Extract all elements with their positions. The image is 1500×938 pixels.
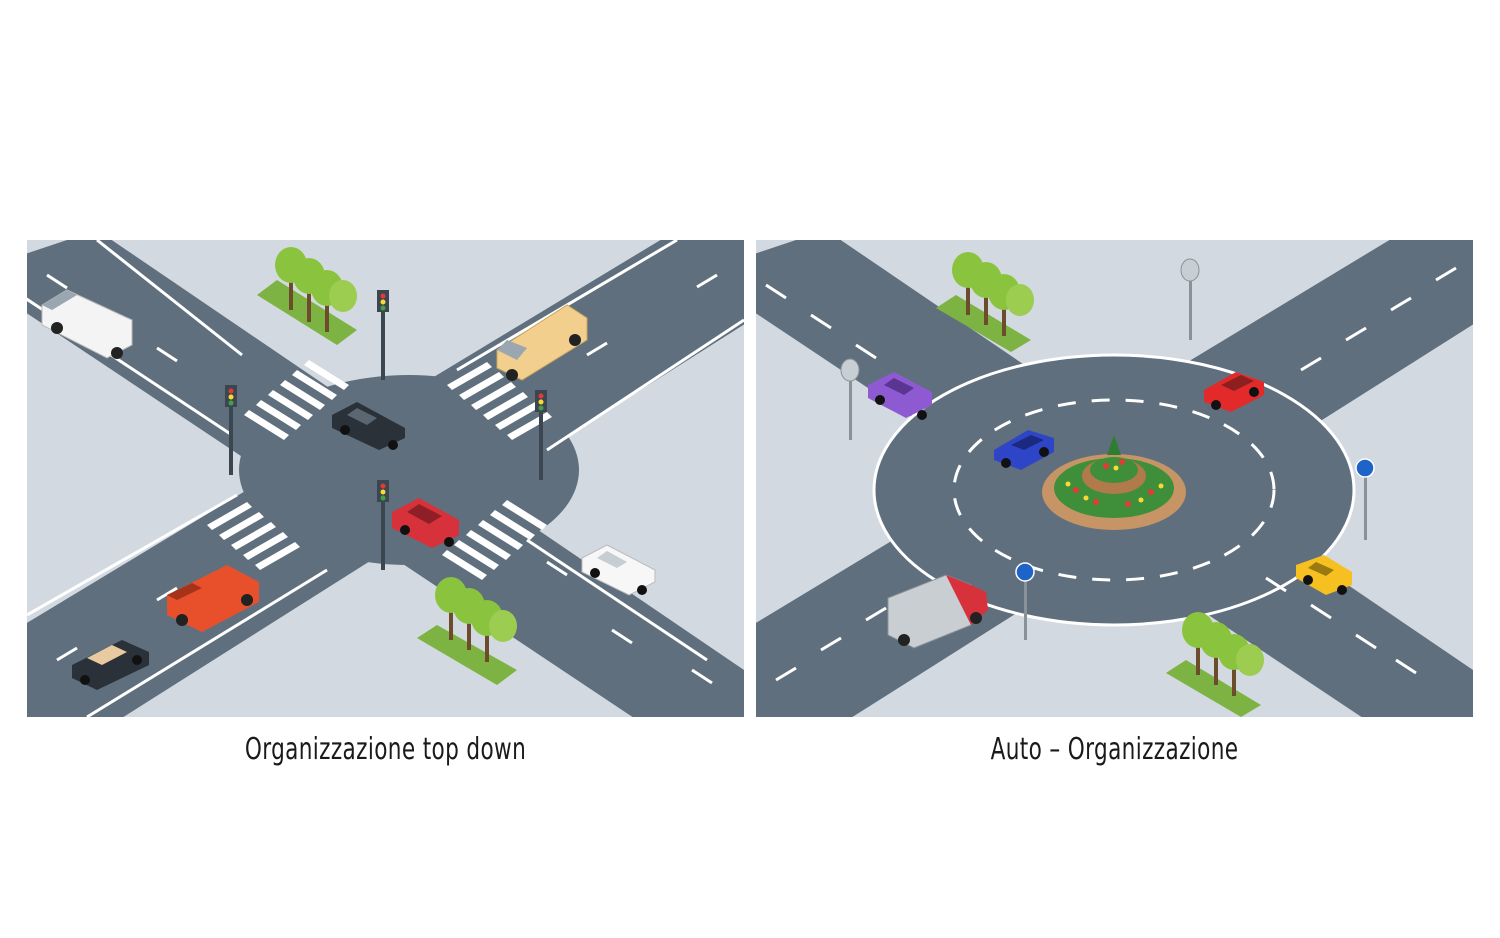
intersection-scene (27, 240, 744, 717)
tree-group-south (417, 577, 517, 685)
intersection-illustration (27, 240, 744, 717)
crosswalk-south-east (442, 500, 547, 580)
flower-island (1042, 435, 1186, 530)
roundabout-sign-icon (1015, 562, 1035, 640)
blue-car (994, 430, 1054, 470)
yellow-car (1296, 555, 1352, 595)
crosswalk-north-west (244, 360, 349, 440)
round-sign-icon (840, 358, 860, 440)
delivery-truck (887, 574, 988, 649)
traffic-light-icon (377, 290, 389, 380)
crosswalk-north-east (447, 362, 552, 440)
caption-self-organization: Auto – Organizzazione (990, 732, 1239, 767)
roundabout-scene (756, 240, 1473, 717)
dark-sedan (72, 640, 149, 690)
traffic-light-icon (377, 480, 389, 570)
tree-group-north (936, 252, 1034, 352)
beige-van (496, 304, 588, 381)
red-car (392, 498, 459, 548)
traffic-light-icon (225, 385, 237, 475)
lane-dashes (765, 266, 1457, 682)
black-car (332, 402, 405, 450)
round-sign-icon (1180, 258, 1200, 340)
roundabout-sign-icon (1355, 458, 1375, 540)
white-car (581, 544, 656, 596)
orange-van (167, 565, 259, 632)
white-van (41, 289, 133, 359)
tree-group-south (1166, 612, 1264, 717)
purple-car (868, 372, 932, 420)
lane-dashes (46, 273, 718, 685)
crosswalk-south-west (207, 502, 300, 570)
ring-lane-dashes (952, 398, 1276, 582)
red-car (1204, 372, 1264, 412)
roundabout-illustration (756, 240, 1473, 717)
tree-group-north (257, 247, 357, 345)
traffic-light-icon (535, 390, 547, 480)
caption-top-down: Organizzazione top down (244, 732, 527, 767)
